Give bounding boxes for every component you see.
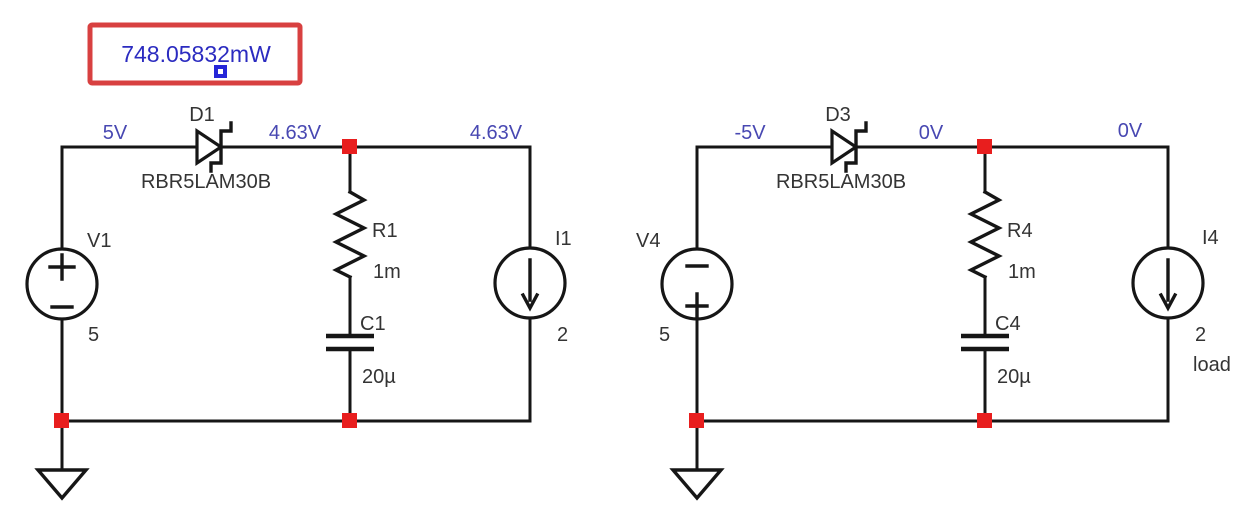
junction-dot	[342, 413, 357, 428]
resistor-zigzag	[332, 189, 368, 280]
vsource-ref-label[interactable]: V1	[87, 230, 111, 252]
resistor-ref-label[interactable]: R4	[1007, 220, 1033, 242]
voltage-source-v4[interactable]	[660, 247, 734, 321]
vsource-ref-label[interactable]: V4	[636, 230, 660, 252]
junction-dot	[54, 413, 69, 428]
isource-ref-label[interactable]: I4	[1202, 227, 1219, 249]
isource-value-label[interactable]: 2	[557, 324, 568, 346]
ground-triangle	[669, 468, 725, 501]
node-voltage-label[interactable]: 4.63V	[470, 122, 523, 144]
capacitor-c4[interactable]	[961, 333, 1009, 352]
selection-handle-dot	[218, 69, 223, 74]
diode-d1[interactable]	[195, 121, 233, 173]
source-circle	[25, 247, 99, 321]
left-circuit: 5V 4.63V 4.63V D1 RBR5LAM30B V1 5 R1 1m …	[25, 104, 572, 501]
node-voltage-label[interactable]: 5V	[103, 122, 128, 144]
resistor-zigzag	[967, 189, 1003, 280]
current-source-i4[interactable]	[1131, 246, 1205, 320]
arrow-down-icon	[1158, 258, 1178, 312]
vsource-value-label[interactable]: 5	[659, 324, 670, 346]
vsource-value-label[interactable]: 5	[88, 324, 99, 346]
ground-symbol-right[interactable]	[669, 468, 725, 501]
diode-model-label[interactable]: RBR5LAM30B	[776, 171, 906, 193]
node-voltage-label[interactable]: 0V	[1118, 120, 1143, 142]
junction-dot	[977, 139, 992, 154]
diode-triangle	[195, 128, 224, 166]
junction-dot	[689, 413, 704, 428]
resistor-ref-label[interactable]: R1	[372, 220, 398, 242]
capacitor-ref-label[interactable]: C4	[995, 313, 1021, 335]
node-voltage-label[interactable]: 4.63V	[269, 122, 322, 144]
resistor-r4[interactable]	[967, 189, 1003, 280]
node-voltage-label[interactable]: -5V	[734, 122, 766, 144]
resistor-r1[interactable]	[332, 189, 368, 280]
isource-ref-label[interactable]: I1	[555, 228, 572, 250]
plus-icon	[48, 253, 76, 281]
junction-dot	[977, 413, 992, 428]
measurement-highlight-box	[87, 22, 303, 86]
isource-value-label[interactable]: 2	[1195, 324, 1206, 346]
diode-d3[interactable]	[830, 121, 868, 173]
capacitor-value-label[interactable]: 20µ	[362, 366, 396, 388]
current-source-i1[interactable]	[493, 246, 567, 320]
capacitor-c1[interactable]	[326, 333, 374, 352]
arrow-down-icon	[520, 258, 540, 312]
diode-model-label[interactable]: RBR5LAM30B	[141, 171, 271, 193]
diode-triangle	[830, 128, 859, 166]
plus-icon	[685, 292, 709, 320]
power-measurement-annotation[interactable]: 748.05832mW	[87, 22, 303, 86]
diode-schottky-bar	[844, 121, 868, 173]
isource-tag-label[interactable]: load	[1193, 354, 1231, 376]
capacitor-ref-label[interactable]: C1	[360, 313, 386, 335]
diode-schottky-bar	[209, 121, 233, 173]
voltage-source-v1[interactable]	[25, 247, 99, 321]
diode-ref-label[interactable]: D3	[825, 104, 851, 126]
ground-symbol-left[interactable]	[34, 468, 90, 501]
power-reading-text: 748.05832mW	[121, 41, 271, 67]
resistor-value-label[interactable]: 1m	[1008, 261, 1036, 283]
diode-ref-label[interactable]: D1	[189, 104, 215, 126]
ground-triangle	[34, 468, 90, 501]
right-circuit: -5V 0V 0V D3 RBR5LAM30B V4 5 R4 1m C4 20…	[636, 104, 1231, 501]
node-voltage-label[interactable]: 0V	[919, 122, 944, 144]
resistor-value-label[interactable]: 1m	[373, 261, 401, 283]
capacitor-value-label[interactable]: 20µ	[997, 366, 1031, 388]
junction-dot	[342, 139, 357, 154]
